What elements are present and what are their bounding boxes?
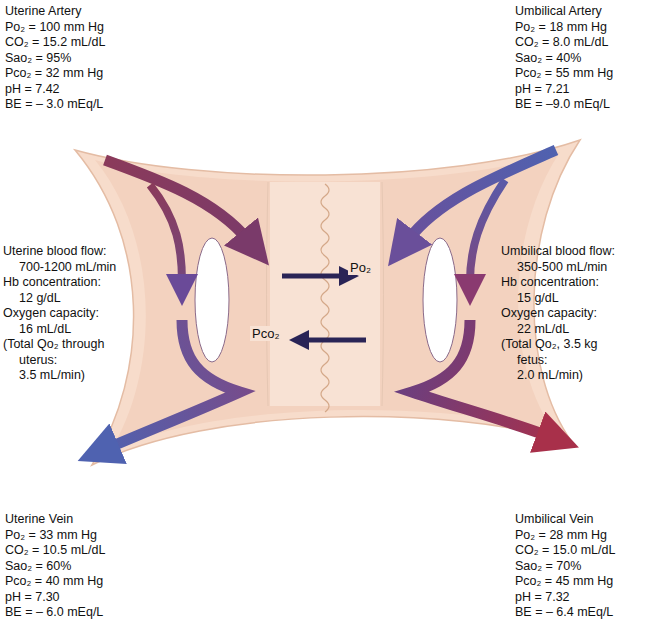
data-text: 3.5 mL/min): [19, 368, 85, 383]
data-text: uterus:: [19, 353, 57, 368]
data-text: Uterine blood flow:: [3, 244, 107, 259]
data-text: Sao₂ = 40%: [515, 51, 581, 66]
data-text: CO₂ = 15.0 mL/dL: [515, 543, 615, 558]
data-text: pH = 7.30: [5, 590, 60, 605]
data-text: 22 mL/dL: [517, 322, 569, 337]
data-text: 15 g/dL: [517, 291, 559, 306]
data-text: 350-500 mL/min: [517, 260, 607, 275]
data-text: Po₂ = 100 mm Hg: [5, 20, 104, 35]
data-text: 2.0 mL/min): [517, 368, 583, 383]
vessel-heading: Sao₂ = 60%: [5, 559, 71, 574]
data-text: Umbilical Vein: [515, 512, 594, 527]
data-text: Umbilical blood flow:: [501, 244, 615, 259]
gas-label: Pco₂: [250, 326, 281, 341]
data-text: Po₂ = 33 mm Hg: [5, 528, 97, 543]
data-text: Hb concentration:: [3, 275, 101, 290]
data-text: (Total Qo₂, 3.5 kg: [501, 337, 598, 352]
data-text: Po₂ = 28 mm Hg: [515, 528, 607, 543]
data-text: fetus:: [517, 353, 548, 368]
data-text: 16 mL/dL: [19, 322, 71, 337]
data-text: BE = – 3.0 mEq/L: [5, 97, 103, 112]
data-text: 700-1200 mL/min: [19, 260, 116, 275]
data-text: (Total Qo₂ through: [3, 337, 104, 352]
data-text: BE = –9.0 mEq/L: [515, 97, 610, 112]
data-text: Pco₂ = 45 mm Hg: [515, 574, 613, 589]
data-text: CO₂ = 10.5 mL/dL: [5, 543, 105, 558]
data-text: 12 g/dL: [19, 291, 61, 306]
data-text: Uterine Vein: [5, 512, 73, 527]
data-text: Oxygen capacity:: [3, 306, 99, 321]
data-text: Pco₂ = 55 mm Hg: [515, 66, 613, 81]
vessel-heading: Sao₂ = 70%: [515, 559, 581, 574]
data-text: pH = 7.32: [515, 590, 570, 605]
data-text: CO₂ = 8.0 mL/dL: [515, 35, 608, 50]
vessel-heading: Umbilical Artery: [515, 4, 602, 19]
data-text: BE = – 6.0 mEq/L: [5, 605, 103, 620]
data-text: Pco₂ = 40 mm Hg: [5, 574, 103, 589]
data-text: Oxygen capacity:: [501, 306, 597, 321]
gas-label: Po₂: [348, 260, 373, 275]
data-text: CO₂ = 15.2 mL/dL: [5, 35, 105, 50]
data-text: BE = – 6.4 mEq/L: [515, 605, 613, 620]
data-text: pH = 7.42: [5, 82, 60, 97]
data-text: Pco₂ = 32 mm Hg: [5, 66, 103, 81]
data-text: Hb concentration:: [501, 275, 599, 290]
vessel-heading: Uterine Artery: [5, 4, 81, 19]
data-text: Po₂ = 18 mm Hg: [515, 20, 607, 35]
data-text: pH = 7.21: [515, 82, 570, 97]
data-text: Sao₂ = 95%: [5, 51, 71, 66]
